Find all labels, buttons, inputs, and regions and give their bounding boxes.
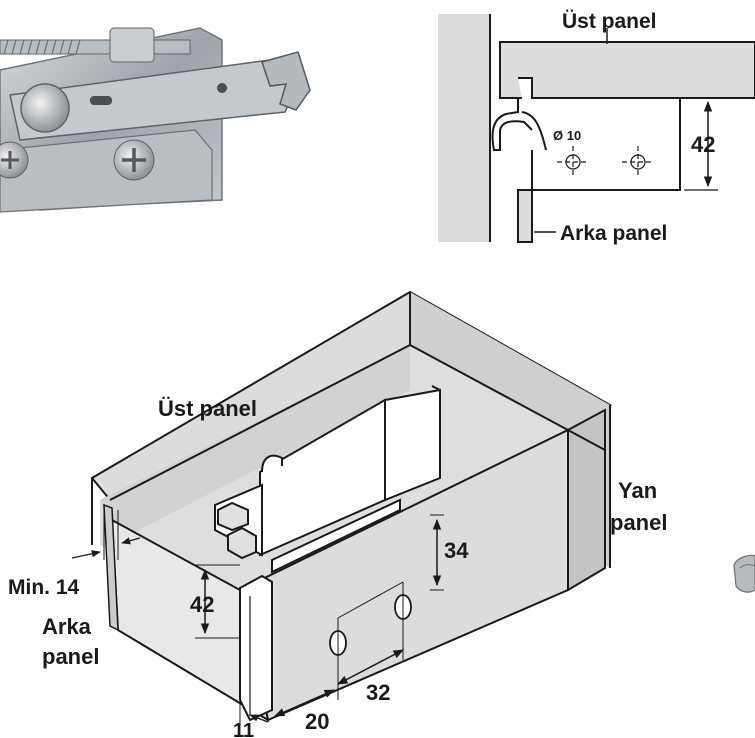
section-top-panel-label: Üst panel	[562, 10, 657, 33]
section-back-panel-label: Arka panel	[560, 222, 667, 245]
iso-back-panel-line1: Arka	[42, 614, 92, 639]
iso-dim-11: 11	[233, 720, 254, 738]
iso-side-panel-line1: Yan	[618, 478, 657, 503]
hole-diameter-label: Ø 10	[553, 128, 581, 143]
iso-dim-34: 34	[444, 538, 469, 563]
min-14-label: Min. 14	[8, 576, 80, 599]
iso-back-panel-line2: panel	[42, 644, 99, 669]
iso-dim-42: 42	[190, 592, 214, 617]
back-panel-section	[517, 189, 533, 243]
hole-centers	[557, 146, 654, 178]
metal-bracket-photo	[0, 27, 311, 213]
top-panel-section	[499, 41, 755, 99]
iso-side-panel-line2: panel	[610, 510, 667, 535]
iso-side-panel	[567, 408, 606, 592]
iso-top-panel-label: Üst panel	[158, 396, 257, 421]
iso-dim-20: 20	[305, 709, 329, 734]
small-clip-icon	[733, 554, 755, 593]
iso-dim-32: 32	[366, 680, 390, 705]
isometric-view: Üst panel Yan panel Min. 14 Arka panel 4…	[8, 290, 667, 738]
side-wall-section	[438, 14, 490, 242]
section-view: Üst panel 42 Ø 10 Arka panel	[438, 10, 755, 245]
section-dim-42: 42	[691, 132, 715, 157]
iso-bracket-front	[239, 574, 273, 722]
iso-bracket-clip	[214, 385, 441, 574]
